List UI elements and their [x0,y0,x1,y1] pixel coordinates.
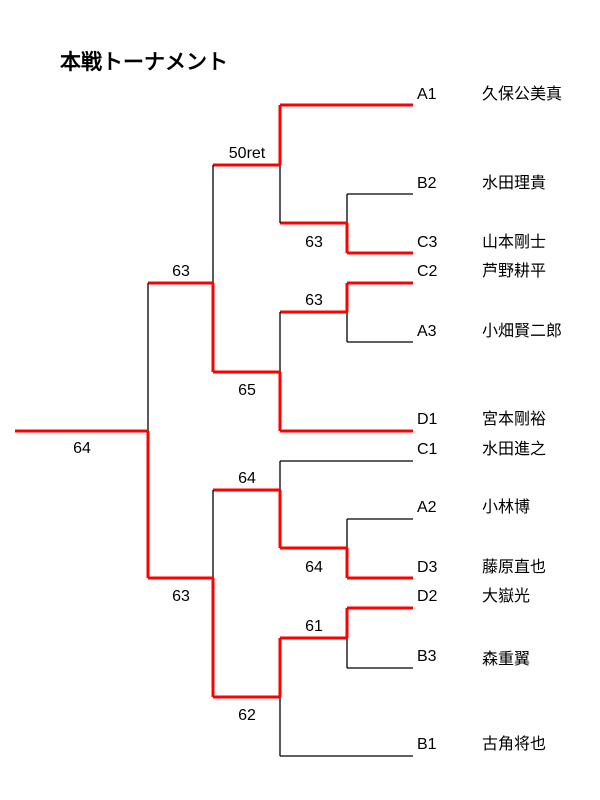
score-label: 61 [305,618,323,635]
score-label: 63 [172,263,190,280]
leaf-lines [280,103,413,757]
player-name: 水田理貴 [482,174,546,192]
player-seed: B1 [417,736,437,753]
player-name: 大嶽光 [482,587,530,605]
player-seed: C2 [417,263,438,280]
player-seed: C1 [417,441,438,458]
score-label: 63 [305,292,323,309]
score-label: 63 [172,588,190,605]
player-seed: C3 [417,234,438,251]
score-label: 63 [305,234,323,251]
player-name: 古角将也 [482,735,546,753]
player-name: 宮本剛裕 [482,410,546,428]
quarterfinal-connectors [213,105,282,756]
score-label: 62 [238,707,256,724]
player-seed: B2 [417,175,437,192]
player-name: 小畑賢二郎 [482,322,562,340]
player-list: A1 久保公美真 B2 水田理貴 C3 山本剛士 C2 芦野耕平 A3 小畑賢二… [417,85,562,753]
score-label: 50ret [229,145,266,162]
player-seed: D2 [417,588,438,605]
round1-connectors [280,194,349,668]
semifinal-connectors [148,165,215,697]
scores: 63 63 64 61 50ret 65 64 62 63 63 64 [73,145,323,724]
score-label: 64 [73,440,91,457]
player-seed: A3 [417,323,437,340]
player-seed: A1 [417,86,437,103]
page-title: 本戦トーナメント [60,50,228,74]
player-seed: A2 [417,499,437,516]
player-name: 小林博 [482,498,530,516]
player-seed: D1 [417,411,438,428]
final-connectors [15,283,150,578]
score-label: 65 [238,382,256,399]
player-seed: D3 [417,559,438,576]
player-name: 山本剛士 [482,233,546,251]
player-name: 芦野耕平 [482,262,546,280]
player-name: 藤原直也 [482,558,546,576]
score-label: 64 [305,559,323,576]
player-name: 水田進之 [482,440,546,458]
score-label: 64 [238,470,256,487]
player-name: 久保公美真 [482,85,562,103]
player-name: 森重翼 [482,650,530,668]
player-seed: B3 [417,648,437,665]
